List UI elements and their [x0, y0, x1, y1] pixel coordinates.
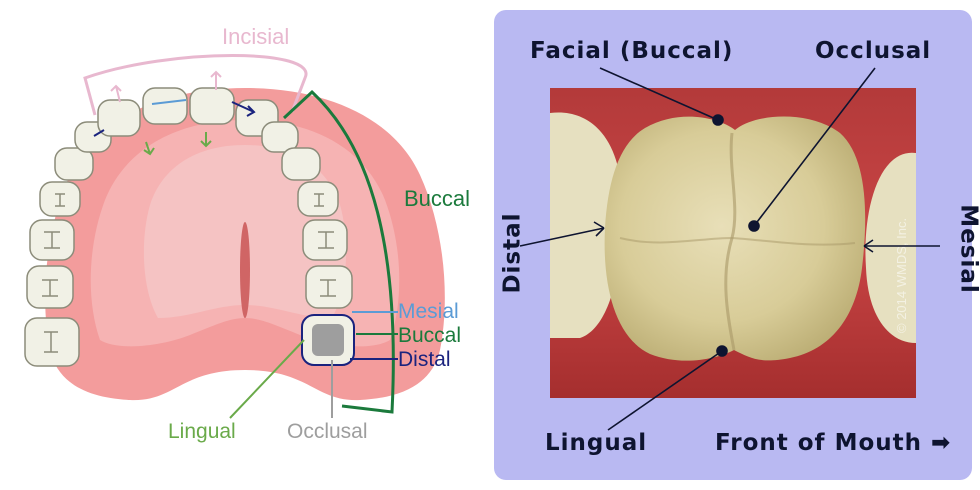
tooth: [297, 181, 339, 217]
distal-label: Distal: [398, 348, 451, 371]
buccal-label: Buccal: [398, 324, 461, 347]
mesial-right-label: Mesial: [955, 204, 980, 294]
mesial-distal-arrows: [93, 99, 256, 156]
incisial-label: Incisial: [222, 24, 289, 49]
front-of-mouth-text: Front of Mouth: [715, 430, 923, 456]
tooth: [281, 147, 321, 181]
incisial-bracket: [83, 54, 308, 116]
molar-groove-cross: [619, 236, 856, 246]
right-arrow-icon: ➡: [931, 430, 952, 456]
occlusal-label: Occlusal: [287, 420, 368, 443]
tooth: [302, 219, 348, 261]
buccal-arc: [282, 89, 395, 414]
adjacent-tooth-right: [865, 152, 916, 343]
molar-photo: © 2014 WMDS, Inc.: [550, 88, 916, 398]
adjacent-tooth-left: [550, 112, 623, 338]
occlusal-right-label: Occlusal: [815, 38, 932, 64]
lingual-label: Lingual: [168, 420, 236, 443]
tooth: [24, 317, 80, 367]
dental-arch-diagram: Incisial Buccal Mesial Buccal Distal Lin…: [24, 24, 470, 443]
tooth: [261, 121, 299, 153]
watermark: © 2014 WMDS, Inc.: [894, 218, 909, 333]
facial-label: Facial (Buccal): [530, 38, 734, 64]
tooth: [189, 87, 235, 125]
distal-right-label: Distal: [499, 212, 526, 294]
lingual-right-label: Lingual: [545, 430, 648, 456]
mesial-label: Mesial: [398, 300, 459, 323]
tooth: [305, 265, 353, 309]
incisal-arrows: [110, 70, 222, 103]
tooth: [142, 87, 188, 125]
occlusal-surface: [312, 324, 344, 356]
tooth: [54, 147, 94, 181]
tooth-grooves: [42, 193, 336, 353]
buccal-arch-label: Buccal: [404, 186, 470, 211]
front-of-mouth-label: Front of Mouth ➡: [715, 430, 951, 456]
midline-raphe: [240, 222, 250, 318]
lingual-line: [229, 339, 305, 419]
